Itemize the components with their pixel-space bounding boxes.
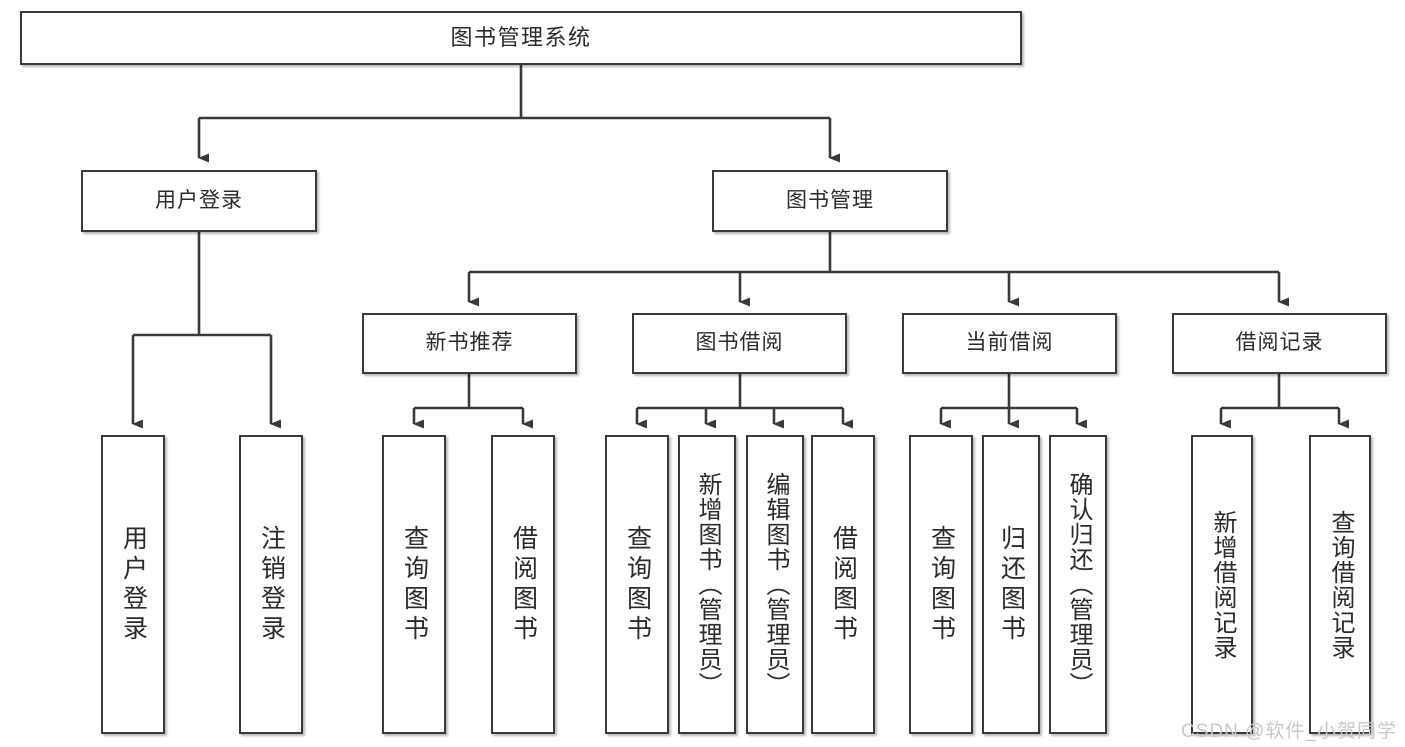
- node-user-login[interactable]: 用户登录: [81, 170, 317, 232]
- node-label: 图书管理系统: [450, 25, 592, 51]
- node-label: 借阅图书: [829, 524, 858, 645]
- leaf-query-book-1[interactable]: 查询图书: [382, 435, 446, 734]
- node-label: 新增图书（管理员）: [694, 472, 721, 697]
- leaf-query-borrow-record[interactable]: 查询借阅记录: [1309, 435, 1371, 734]
- node-label: 新书推荐: [425, 331, 514, 355]
- leaf-query-book-3[interactable]: 查询图书: [909, 435, 973, 734]
- leaf-add-book[interactable]: 新增图书（管理员）: [678, 435, 736, 734]
- node-label: 查询借阅记录: [1327, 509, 1354, 660]
- node-label: 确认归还（管理员）: [1065, 472, 1092, 697]
- leaf-edit-book[interactable]: 编辑图书（管理员）: [746, 435, 804, 734]
- node-label: 图书管理: [786, 188, 874, 212]
- node-label: 归还图书: [997, 524, 1026, 645]
- node-label: 当前借阅: [965, 331, 1054, 355]
- leaf-query-book-2[interactable]: 查询图书: [605, 435, 669, 734]
- leaf-borrow-book-1[interactable]: 借阅图书: [491, 435, 555, 734]
- node-label: 查询图书: [400, 524, 429, 645]
- leaf-logout[interactable]: 注销登录: [239, 435, 303, 734]
- node-label: 借阅图书: [509, 524, 538, 645]
- node-label: 查询图书: [927, 524, 956, 645]
- node-book-management[interactable]: 图书管理: [712, 170, 948, 232]
- node-label: 注销登录: [257, 524, 286, 645]
- node-book-borrow[interactable]: 图书借阅: [632, 313, 847, 374]
- node-label: 用户登录: [119, 524, 148, 645]
- node-label: 新增借阅记录: [1209, 509, 1236, 660]
- node-label: 用户登录: [155, 188, 243, 212]
- node-label: 查询图书: [623, 524, 652, 645]
- leaf-add-borrow-record[interactable]: 新增借阅记录: [1191, 435, 1253, 734]
- leaf-confirm-return[interactable]: 确认归还（管理员）: [1049, 435, 1107, 734]
- csdn-watermark: CSDN @软件_小贺同学: [1181, 721, 1397, 742]
- node-new-book-recommend[interactable]: 新书推荐: [362, 313, 577, 374]
- leaf-user-login[interactable]: 用户登录: [101, 435, 165, 734]
- leaf-return-book[interactable]: 归还图书: [982, 435, 1040, 734]
- node-current-borrow[interactable]: 当前借阅: [902, 313, 1117, 374]
- node-label: 编辑图书（管理员）: [762, 472, 789, 697]
- node-label: 借阅记录: [1235, 331, 1324, 355]
- node-borrow-record[interactable]: 借阅记录: [1172, 313, 1387, 374]
- node-root-book-management-system[interactable]: 图书管理系统: [20, 11, 1022, 65]
- leaf-borrow-book-2[interactable]: 借阅图书: [811, 435, 875, 734]
- node-label: 图书借阅: [695, 331, 784, 355]
